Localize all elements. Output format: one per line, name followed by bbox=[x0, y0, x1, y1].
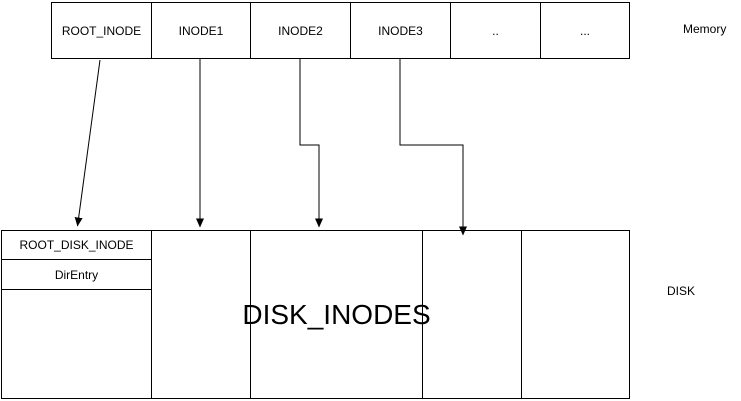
direntry-row: DirEntry bbox=[2, 260, 151, 290]
memory-cell-dots3: ... bbox=[540, 2, 630, 59]
memory-cell-label: ROOT_INODE bbox=[61, 23, 142, 38]
arrow-root-inode-to-disk bbox=[74, 59, 101, 227]
root-disk-inode-row: ROOT_DISK_INODE bbox=[2, 231, 151, 260]
memory-row: ROOT_INODE INODE1 INODE2 INODE3 .. ... bbox=[51, 2, 630, 59]
disk-cell-inodes: DISK_INODES bbox=[242, 231, 431, 398]
memory-cell-dots2: .. bbox=[450, 2, 540, 59]
memory-cell-label: ... bbox=[579, 23, 590, 38]
arrow-inode3-to-disk bbox=[399, 59, 467, 236]
memory-cell-label: INODE2 bbox=[278, 23, 323, 38]
memory-cell-label: .. bbox=[492, 23, 499, 38]
memory-cell-inode2: INODE2 bbox=[250, 2, 350, 59]
disk-inodes-label: DISK_INODES bbox=[242, 298, 431, 330]
disk-box: ROOT_DISK_INODE DirEntry DISK_INODES bbox=[1, 230, 630, 399]
memory-label: Memory bbox=[683, 22, 727, 36]
disk-cell-2 bbox=[152, 231, 251, 398]
disk-cell-5 bbox=[522, 231, 629, 398]
memory-cell-inode3: INODE3 bbox=[350, 2, 450, 59]
memory-cell-inode1: INODE1 bbox=[151, 2, 250, 59]
disk-cell-4 bbox=[423, 231, 522, 398]
memory-cell-label: INODE1 bbox=[178, 23, 224, 38]
memory-cell-root-inode: ROOT_INODE bbox=[51, 2, 151, 59]
disk-cell-root: ROOT_DISK_INODE DirEntry bbox=[2, 231, 152, 398]
disk-label: DISK bbox=[667, 284, 696, 298]
arrow-inode2-to-disk bbox=[299, 59, 323, 228]
memory-cell-label: INODE3 bbox=[378, 23, 423, 38]
